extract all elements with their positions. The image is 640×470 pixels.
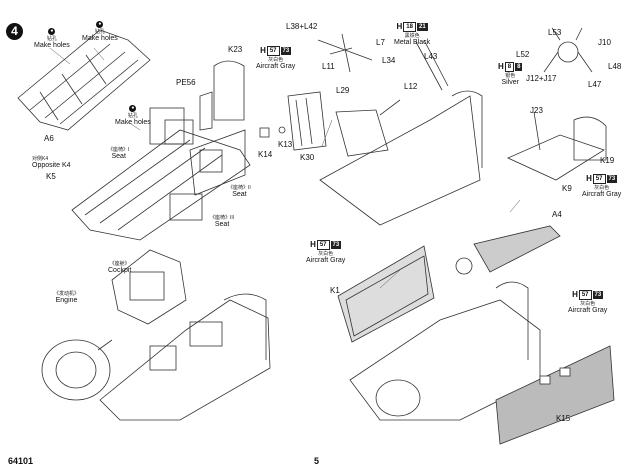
part-label-k30: K30 bbox=[300, 153, 315, 162]
part-label-l29: L29 bbox=[336, 86, 350, 95]
drill-icon: ● bbox=[48, 28, 56, 35]
floor-plate-k9-drawing bbox=[507, 111, 607, 181]
engine-label: 《发动机》Engine bbox=[54, 291, 80, 305]
part-label-pe56: PE56 bbox=[176, 78, 196, 87]
cockpit-label: 《座舱》Cockpit bbox=[108, 261, 132, 275]
gun-assemblies-drawing bbox=[317, 33, 449, 91]
part-label-l47: L47 bbox=[588, 80, 602, 89]
part-label-l11: L11 bbox=[322, 62, 335, 71]
part-label-a6: A6 bbox=[44, 134, 54, 143]
turret-drawing bbox=[543, 27, 593, 73]
part-label-l43: L43 bbox=[424, 52, 438, 61]
part-label-l38-l42: L38+L42 bbox=[286, 22, 318, 31]
drill-note-3: ● 钻孔 Make holes bbox=[115, 105, 151, 127]
part-label-k14: K14 bbox=[258, 150, 273, 159]
drill-note-2: ● 钻孔 Make holes bbox=[82, 21, 118, 43]
part-label-k13: K13 bbox=[278, 140, 293, 149]
floor-assembly-drawing bbox=[71, 107, 251, 241]
side-panel-k1-drawing bbox=[337, 245, 435, 343]
step-number-badge: 4 bbox=[6, 23, 23, 40]
part-label-k5: K5 bbox=[46, 172, 56, 181]
lower-fuselage-left-drawing bbox=[99, 293, 271, 421]
part-label-k1: K1 bbox=[330, 286, 340, 295]
part-label-k19: K19 bbox=[600, 156, 615, 165]
drill-note-1: ● 钻孔 Make holes bbox=[34, 28, 70, 50]
side-panel-k15-drawing bbox=[495, 345, 615, 445]
part-label-a4: A4 bbox=[552, 210, 562, 219]
part-label-l34: L34 bbox=[382, 56, 396, 65]
floor-plate-a6-drawing bbox=[17, 29, 151, 131]
armor-back-k30-drawing bbox=[287, 91, 327, 151]
kit-number: 64101 bbox=[8, 456, 34, 466]
part-label-l53: L53 bbox=[548, 28, 562, 37]
part-label-k15: K15 bbox=[556, 414, 571, 423]
part-label-l7: L7 bbox=[376, 38, 385, 47]
lower-fuselage-right-drawing bbox=[349, 257, 541, 421]
drill-icon: ● bbox=[129, 105, 137, 112]
drill-icon: ● bbox=[96, 21, 104, 28]
engine-drawing bbox=[41, 339, 113, 401]
part-label-l12: L12 bbox=[404, 82, 418, 91]
armor-plate-k23-drawing bbox=[199, 60, 245, 131]
cockpit-drawing bbox=[111, 249, 187, 325]
part-label-k23: K23 bbox=[228, 45, 243, 54]
part-label-k9: K9 bbox=[562, 184, 572, 193]
opposite-k4-label: 对侧K4 Opposite K4 bbox=[32, 156, 71, 170]
part-label-l52: L52 bbox=[516, 50, 530, 59]
center-fuselage-drawing bbox=[319, 90, 483, 226]
part-label-l48: L48 bbox=[608, 62, 622, 71]
part-label-j10: J10 bbox=[598, 38, 611, 47]
page-number: 5 bbox=[314, 456, 320, 466]
part-label-j12-j17: J12+J17 bbox=[526, 74, 557, 83]
part-label-j23: J23 bbox=[530, 106, 543, 115]
